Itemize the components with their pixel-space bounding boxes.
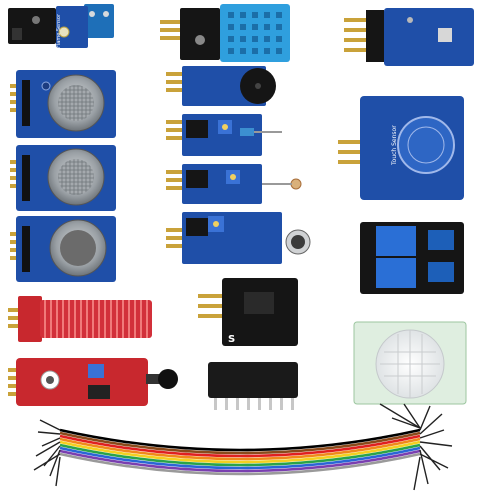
ir-flame-sensor	[8, 358, 178, 406]
flame-sensor-module: Flame Sensor	[8, 4, 114, 48]
hall-sensor-module: S	[198, 278, 298, 346]
microphone-sensor-module	[166, 212, 311, 264]
photoresistor-icon	[290, 178, 302, 190]
photoresistor-module	[166, 164, 302, 204]
pressure-sensor-module	[344, 8, 474, 66]
terminal-block-icon	[84, 4, 114, 38]
gas-sensor-module-2	[10, 145, 116, 211]
flame-sensor-label: Flame Sensor	[56, 13, 62, 48]
gas-sensor-module-1	[10, 70, 116, 138]
relay-module: 2 Relay Module	[360, 222, 464, 302]
touch-sensor-module: Touch Sensor	[338, 96, 464, 200]
buzzer-module	[166, 66, 276, 106]
s-marker: S	[228, 334, 235, 345]
touch-sensor-label: Touch Sensor	[391, 125, 398, 166]
gas-sensor-module-3	[10, 216, 116, 282]
relay-module-label: 2 Relay Module	[382, 295, 428, 302]
dupont-wires-icon	[33, 403, 453, 491]
dht11-sensor	[160, 4, 290, 62]
water-level-sensor	[8, 296, 152, 342]
sound-sensor-module-a	[166, 114, 282, 156]
ic-chip	[208, 362, 298, 410]
pir-sensor	[353, 321, 467, 405]
